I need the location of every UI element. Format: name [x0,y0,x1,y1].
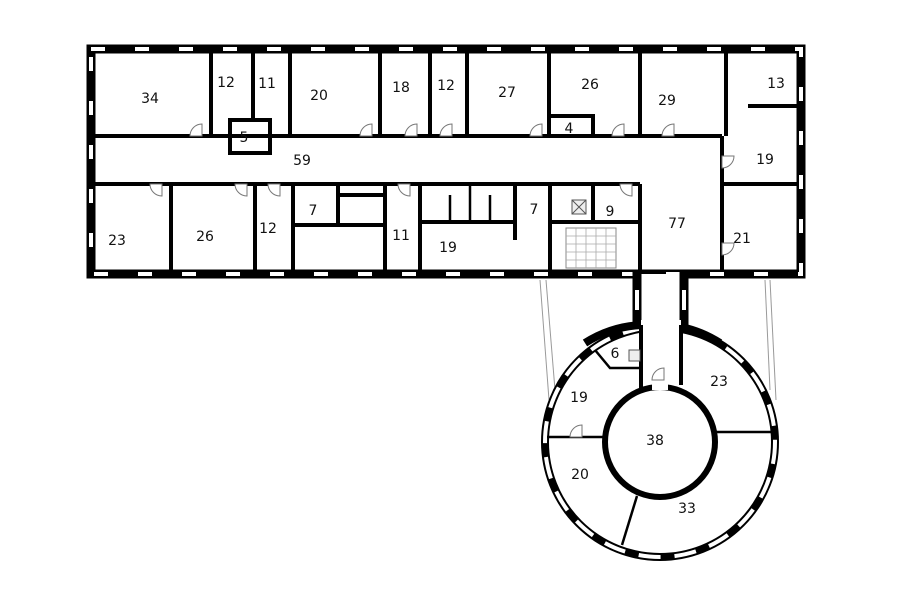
room-label: 26 [581,77,599,93]
room-label: 29 [658,93,676,109]
room-label: 13 [767,76,785,92]
doors [149,123,735,438]
room-label: 6 [611,346,620,362]
room-label: 38 [646,433,664,449]
exterior-wall-main [86,44,806,328]
room-label: 21 [733,231,751,247]
room-labels: 34 12 11 20 18 12 27 26 29 13 5 4 59 19 … [108,75,785,517]
room-label: 18 [392,80,410,96]
room-label: 27 [498,85,516,101]
room-label: 20 [310,88,328,104]
room-label: 19 [570,390,588,406]
room-label: 4 [565,121,574,137]
room-label: 59 [293,153,311,169]
room-label: 12 [437,78,455,94]
room-label: 77 [668,216,686,232]
elevator-icon [571,199,587,215]
room-label: 12 [259,221,277,237]
exterior-rails [539,279,777,401]
room-label: 9 [606,204,615,220]
room-label: 11 [392,228,410,244]
room-label: 19 [439,240,457,256]
room-label: 20 [571,467,589,483]
room-label: 19 [756,152,774,168]
room-label: 5 [240,130,249,146]
room-label: 23 [108,233,126,249]
room-label: 34 [141,91,159,107]
room-label: 33 [678,501,696,517]
stairs [565,227,617,269]
room-label: 7 [530,202,539,218]
room-label: 7 [309,203,318,219]
room-label: 11 [258,76,276,92]
room-label: 12 [217,75,235,91]
room-label: 23 [710,374,728,390]
room-label: 26 [196,229,214,245]
